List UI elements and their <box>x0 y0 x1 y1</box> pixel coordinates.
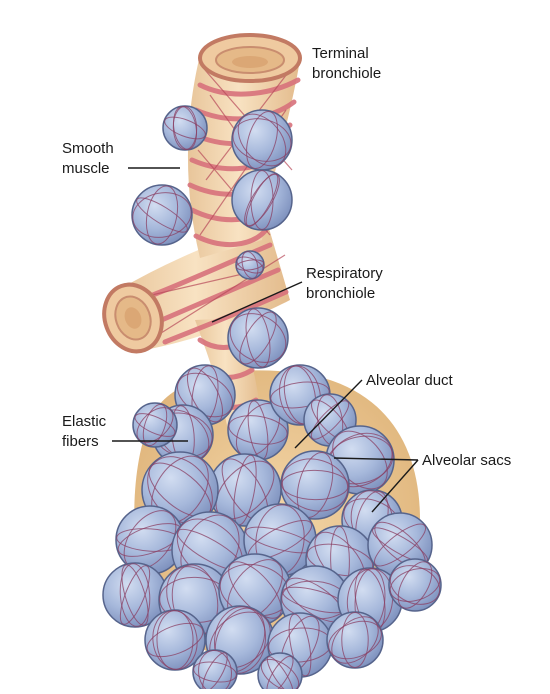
elastic-fiber <box>229 313 287 363</box>
elastic-fiber <box>260 658 300 692</box>
elastic-fiber <box>136 407 174 443</box>
elastic-fiber <box>134 413 176 437</box>
elastic-fiber <box>172 106 198 150</box>
respiratory-bronchiole-opening <box>102 282 164 354</box>
elastic-fiber <box>235 259 265 271</box>
elastic-fiber <box>236 256 264 274</box>
elastic-fiber <box>372 527 428 563</box>
label-respiratory-bronchiole: Respiratory bronchiole <box>306 264 383 304</box>
alveolus <box>231 169 293 231</box>
elastic-fiber <box>237 113 287 167</box>
alveolus <box>231 109 293 171</box>
alveolus <box>102 562 168 628</box>
label-elastic-fibers: Elastic fibers <box>62 412 106 452</box>
label-alveolar-duct-text: Alveolar duct <box>366 372 453 389</box>
label-respiratory-bronchiole-line1: Respiratory <box>306 265 383 282</box>
alveolus <box>192 649 238 694</box>
label-alveolar-sacs: Alveolar sacs <box>422 451 511 471</box>
elastic-fiber <box>228 561 282 619</box>
label-smooth-muscle: Smooth muscle <box>62 139 114 179</box>
elastic-fiber <box>328 620 382 660</box>
alveolus <box>227 307 289 369</box>
alveolus <box>388 558 442 612</box>
label-smooth-muscle-line2: muscle <box>62 160 110 177</box>
leader-alveolar-sacs-a <box>333 457 419 461</box>
elastic-fiber <box>156 610 194 670</box>
alveolus <box>162 105 208 151</box>
elastic-fiber <box>245 308 271 368</box>
elastic-fiber <box>244 173 280 227</box>
elastic-fiber <box>228 415 288 445</box>
elastic-fiber <box>132 192 192 238</box>
label-respiratory-bronchiole-line2: bronchiole <box>306 285 376 302</box>
elastic-fiber <box>288 613 312 677</box>
leader-alveolar-duct <box>294 379 363 449</box>
label-terminal-bronchiole: Terminal bronchiole <box>312 44 381 84</box>
elastic-fiber <box>136 197 188 233</box>
leader-respiratory-bronchiole <box>211 281 303 323</box>
leader-alveolar-sacs-b <box>371 459 419 513</box>
alveolus <box>235 250 265 280</box>
elastic-fiber <box>239 311 277 365</box>
alveolus <box>144 609 206 671</box>
label-elastic-fibers-line2: fibers <box>62 433 99 450</box>
terminal-bronchiole-opening <box>198 33 302 83</box>
elastic-fiber <box>186 367 224 423</box>
alveolus <box>227 399 289 461</box>
alveolus <box>131 184 193 246</box>
alveoli-cluster <box>102 105 442 694</box>
elastic-fiber <box>119 563 151 627</box>
elastic-fiber <box>246 110 278 170</box>
elastic-fiber <box>232 118 292 162</box>
elastic-fiber <box>281 458 349 512</box>
elastic-fiber <box>389 568 441 602</box>
elastic-fiber <box>270 381 330 409</box>
label-alveolar-duct: Alveolar duct <box>366 371 453 391</box>
elastic-fiber <box>145 185 179 245</box>
elastic-fiber <box>241 251 259 279</box>
label-smooth-muscle-line1: Smooth <box>62 140 114 157</box>
elastic-fiber <box>281 469 349 501</box>
elastic-fiber <box>164 116 206 140</box>
elastic-fiber <box>193 661 237 683</box>
elastic-fiber <box>119 565 151 625</box>
elastic-fiber <box>397 561 433 609</box>
elastic-fiber <box>374 523 426 567</box>
elastic-fiber <box>121 564 149 626</box>
label-terminal-bronchiole-line2: bronchiole <box>312 65 382 82</box>
elastic-fiber <box>341 612 369 668</box>
alveolus <box>280 450 350 520</box>
elastic-fiber <box>146 622 204 658</box>
elastic-fiber <box>142 403 168 447</box>
label-terminal-bronchiole-line1: Terminal <box>312 45 369 62</box>
alveolus <box>132 402 178 448</box>
label-elastic-fibers-line1: Elastic <box>62 413 107 430</box>
elastic-fiber <box>310 400 350 440</box>
leader-lines <box>112 167 419 513</box>
alveolus <box>326 611 384 669</box>
label-alveolar-sacs-text: Alveolar sacs <box>422 452 512 469</box>
